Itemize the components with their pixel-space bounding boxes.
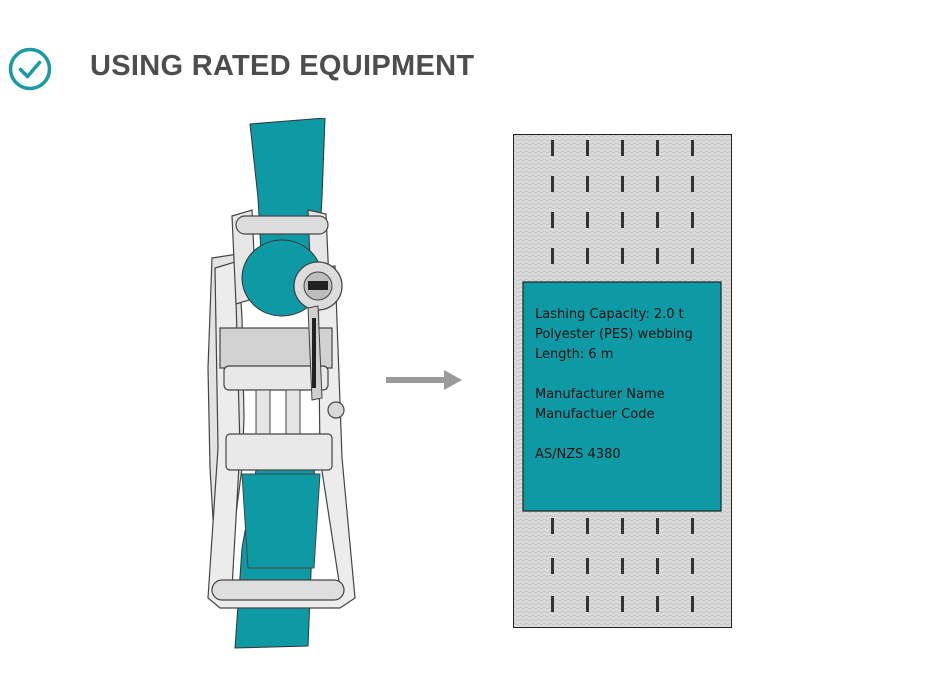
label-panel	[522, 281, 722, 512]
check-circle-icon	[8, 47, 52, 91]
label-text: Lashing Capacity: 2.0 t Polyester (PES) …	[535, 305, 720, 465]
webbing-stitch-marks	[551, 140, 694, 612]
label-length: Length: 6 m	[535, 347, 614, 362]
label-manufacturer-name: Manufacturer Name	[535, 387, 665, 402]
page-title: USING RATED EQUIPMENT	[90, 50, 475, 82]
ratchet-handle-plate	[225, 433, 333, 471]
ratchet-cross-bar	[223, 365, 329, 391]
label-standard: AS/NZS 4380	[535, 447, 621, 462]
ratchet-side-bolt	[327, 401, 345, 419]
arrow-right-icon	[386, 370, 462, 390]
ratchet-bottom-bar	[211, 579, 345, 601]
label-material: Polyester (PES) webbing	[535, 327, 693, 342]
webbing-label-illustration	[513, 134, 732, 628]
ratchet-top-bar	[235, 215, 329, 235]
title-row: USING RATED EQUIPMENT	[8, 42, 708, 102]
label-capacity: Lashing Capacity: 2.0 t	[535, 307, 684, 322]
ratchet-strap-illustration	[207, 118, 356, 649]
label-manufacturer-code: Manufactuer Code	[535, 407, 655, 422]
